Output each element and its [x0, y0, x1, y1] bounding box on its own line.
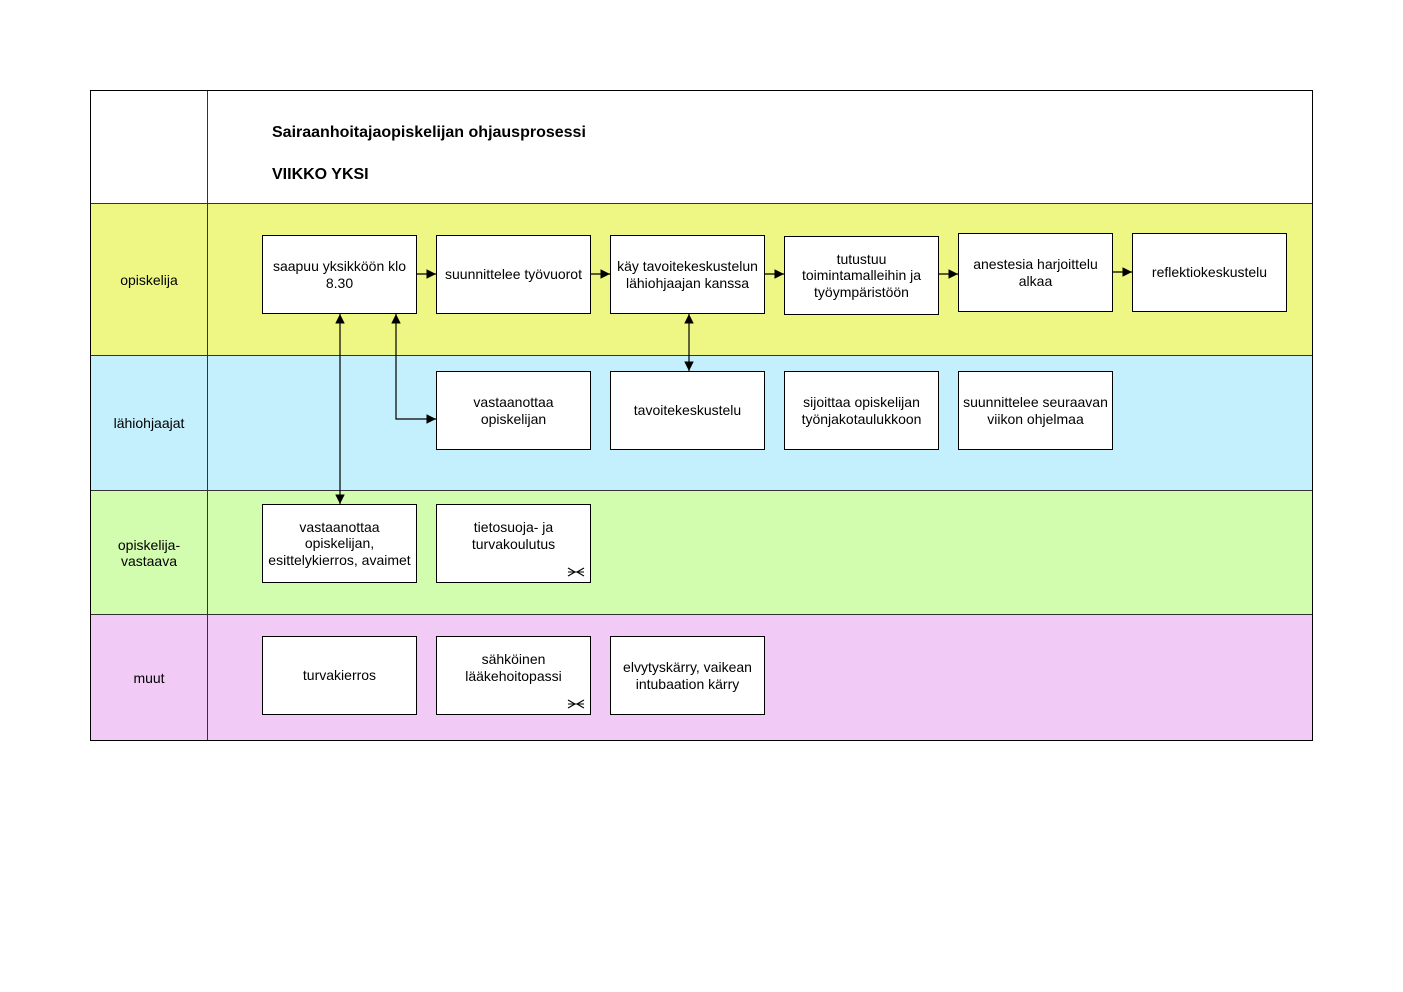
box-sahkoinen: sähköinen lääkehoitopassi: [436, 636, 591, 715]
box-suunnittelee-seuraavan: suunnittelee seuraavan viikon ohjelmaa: [958, 371, 1113, 450]
box-sijoittaa: sijoittaa opiskelijan työnjakotaulukkoon: [784, 371, 939, 450]
box-tavoitekeskustelu: tavoitekeskustelu: [610, 371, 765, 450]
box-saapuu: saapuu yksikköön klo 8.30: [262, 235, 417, 314]
subprocess-icon: [567, 567, 585, 577]
box-vastaanottaa-vastaava: vastaanottaa opiskelijan, esittelykierro…: [262, 504, 417, 583]
box-suunnittelee-tyovuorot: suunnittelee työvuorot: [436, 235, 591, 314]
box-vastaanottaa-lahiohjaaja: vastaanottaa opiskelijan: [436, 371, 591, 450]
box-kay-tavoitekeskustelun: käy tavoitekeskustelun lähiohjaajan kans…: [610, 235, 765, 314]
diagram-subtitle: VIIKKO YKSI: [272, 166, 369, 183]
box-turvakierros: turvakierros: [262, 636, 417, 715]
diagram-title: Sairaanhoitajaopiskelijan ohjausprosessi: [272, 124, 586, 141]
box-anestesia: anestesia harjoittelu alkaa: [958, 233, 1113, 312]
lane-label: muut: [133, 669, 165, 686]
lane-divider: [207, 91, 208, 740]
diagram-header: Sairaanhoitajaopiskelijan ohjausprosessi…: [91, 91, 1312, 203]
lane-label: lähiohjaajat: [113, 415, 185, 431]
lane-label: opiskelija- vastaava: [117, 536, 181, 569]
lane-label: opiskelija: [120, 271, 178, 288]
box-reflektio: reflektiokeskustelu: [1132, 233, 1287, 312]
box-tutustuu: tutustuu toimintamalleihin ja työympäris…: [784, 236, 939, 315]
subprocess-icon: [567, 699, 585, 709]
box-tietosuoja: tietosuoja- ja turvakoulutus: [436, 504, 591, 583]
box-elvytyskarry: elvytyskärry, vaikean intubaation kärry: [610, 636, 765, 715]
